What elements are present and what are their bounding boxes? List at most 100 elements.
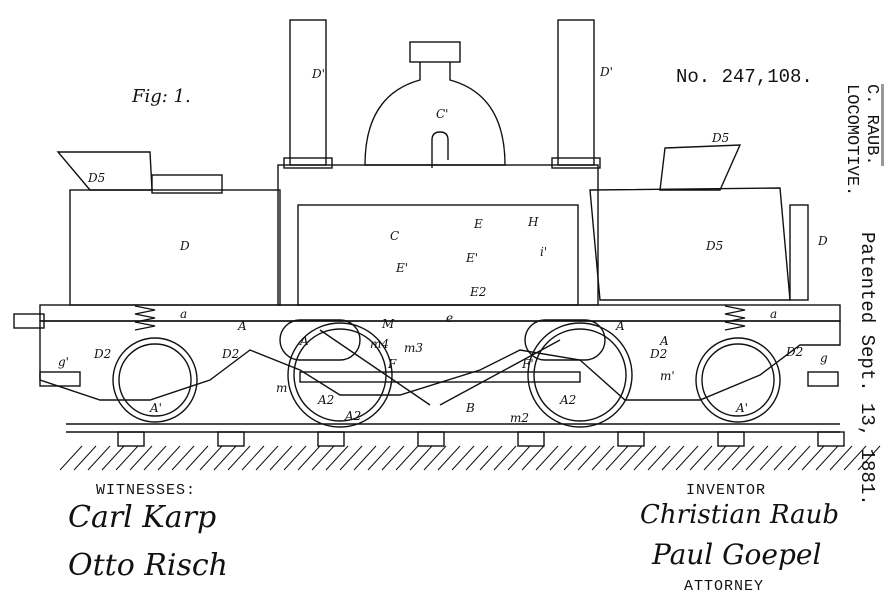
rail-tie (217, 431, 245, 447)
steam-dome (364, 41, 506, 168)
ground-hatch (437, 445, 461, 471)
ground-hatch (619, 445, 643, 471)
ground-hatch (339, 445, 363, 471)
part-label: g' (58, 355, 69, 369)
part-label: D2 (93, 347, 111, 361)
ground-hatch (549, 445, 573, 471)
patent-number: No. 247,108. (676, 66, 813, 88)
ground-hatch (185, 445, 209, 471)
part-label: D (817, 234, 828, 248)
rail-tie (317, 431, 345, 447)
ground-hatch (213, 445, 237, 471)
ground-hatch (423, 445, 447, 471)
ground-hatch (493, 445, 517, 471)
wheel (527, 322, 633, 428)
ground-hatch (815, 445, 839, 471)
ground-hatch (787, 445, 811, 471)
ground-hatch (451, 445, 475, 471)
ground-hatch (661, 445, 685, 471)
part-label: A2 (559, 393, 576, 407)
connecting-rods (299, 329, 581, 406)
ground-hatch (297, 445, 321, 471)
ground-hatch (255, 445, 279, 471)
wheel-rim (701, 343, 775, 417)
ground-hatch (829, 445, 853, 471)
springs (134, 305, 746, 361)
witness-signature-1: Carl Karp (68, 500, 217, 535)
part-label: a (770, 307, 777, 321)
ground-hatch (703, 445, 727, 471)
part-label: D5 (705, 239, 723, 253)
part-label: D2 (785, 345, 803, 359)
part-label: A2 (317, 393, 334, 407)
patent-title: LOCOMOTIVE. (842, 84, 861, 197)
rail-tie (817, 431, 845, 447)
inventor-name: C. RAUB. (862, 84, 884, 166)
ground-hatch (605, 445, 629, 471)
part-label: g (820, 351, 828, 365)
ground-hatch (73, 445, 97, 471)
part-label: m2 (510, 411, 529, 425)
ground-hatch (171, 445, 195, 471)
figure-label: Fig: 1. (132, 86, 191, 107)
part-label: A2 (344, 409, 361, 423)
part-label: A (237, 319, 247, 333)
part-label: m3 (404, 341, 423, 355)
part-label: D5 (711, 131, 729, 145)
part-label: H (527, 215, 539, 229)
ground-hatch (157, 445, 181, 471)
attorney-label: ATTORNEY (684, 578, 765, 595)
part-label: m4 (370, 337, 389, 351)
ground-hatch (535, 445, 559, 471)
part-label: C' (436, 107, 448, 121)
ground-hatch (59, 445, 83, 471)
ground-hatch (227, 445, 251, 471)
part-label: A' (735, 401, 748, 415)
ground-hatch (367, 445, 391, 471)
attorney-signature: Paul Goepel (652, 538, 822, 571)
ground-hatch (633, 445, 657, 471)
wheel-rim (533, 328, 627, 422)
part-label: F' (521, 357, 534, 371)
ground-hatch (689, 445, 713, 471)
witness-signature-2: Otto Risch (68, 548, 229, 583)
part-label: M (381, 317, 395, 331)
wheel (112, 337, 198, 423)
rail-tie (417, 431, 445, 447)
ground-hatch (521, 445, 545, 471)
ground-hatch (731, 445, 755, 471)
part-label: E' (465, 251, 478, 265)
ground-hatch (311, 445, 335, 471)
ground-hatch (87, 445, 111, 471)
part-label: F (387, 357, 397, 371)
ground-hatch (563, 445, 587, 471)
rail-tie (517, 431, 545, 447)
part-label: D2 (221, 347, 239, 361)
ground-hatch (479, 445, 503, 471)
wheel (695, 337, 781, 423)
part-label: m (276, 381, 287, 395)
ground-hatch (717, 445, 741, 471)
witnesses-label: WITNESSES: (96, 482, 197, 499)
ground-hatch (843, 445, 867, 471)
ground-hatch (675, 445, 699, 471)
ground-hatch (199, 445, 223, 471)
ground-hatch (283, 445, 307, 471)
ground-hatch (353, 445, 377, 471)
part-label: A (299, 334, 309, 348)
ground-hatch (591, 445, 615, 471)
frame (13, 304, 841, 401)
ground-hatch (577, 445, 601, 471)
ground-hatch (773, 445, 797, 471)
ground-hatch (759, 445, 783, 471)
part-label: m' (660, 369, 675, 383)
part-label: D5 (87, 171, 105, 185)
rail-tie (617, 431, 645, 447)
part-label: i' (540, 245, 547, 259)
ground-hatch (241, 445, 265, 471)
part-label: A (659, 334, 669, 348)
part-label: D' (311, 67, 325, 81)
part-label: A (615, 319, 625, 333)
part-label: e (446, 311, 453, 325)
